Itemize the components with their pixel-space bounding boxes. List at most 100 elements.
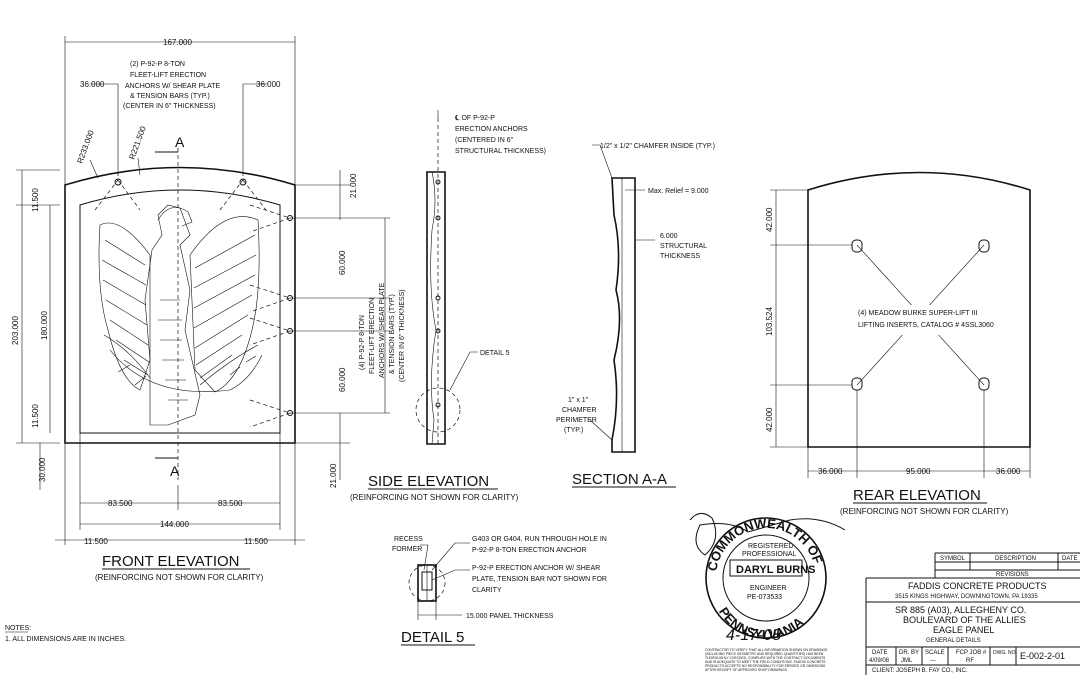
dim-edge-bottom-left: 11.500: [31, 404, 40, 428]
front-panel-inner: [79, 189, 281, 434]
title-block: SYMBOL DESCRIPTION DATE REVISIONS FADDIS…: [705, 552, 1080, 675]
side-subtitle: (REINFORCING NOT SHOWN FOR CLARITY): [350, 493, 519, 502]
engineer-seal: COMMONWEALTH OF PENNSYLVANIA REGISTERED …: [689, 513, 846, 644]
svg-text:6.000: 6.000: [660, 233, 678, 240]
svg-text:FORMER: FORMER: [392, 546, 422, 553]
rear-dim-left-bottom: 42.000: [765, 407, 774, 432]
rear-dim-bottom-mid: 95.000: [906, 467, 931, 476]
dim-edge-right: 11.500: [244, 537, 268, 546]
svg-text:JML: JML: [901, 658, 913, 664]
svg-text:P-92-P ERECTION ANCHOR W/ SHEA: P-92-P ERECTION ANCHOR W/ SHEAR: [472, 565, 600, 572]
svg-text:DR. BY: DR. BY: [899, 650, 919, 656]
svg-text:SR 885 (A03), ALLEGHENY CO.: SR 885 (A03), ALLEGHENY CO.: [895, 605, 1026, 615]
dim-edge-top-left: 11.500: [31, 188, 40, 212]
section-marker-bottom: A: [170, 463, 180, 479]
company-name: FADDIS CONCRETE PRODUCTS: [908, 581, 1047, 591]
rear-elevation: (4) MEADOW BURKE SUPER-LIFT III LIFTING …: [765, 171, 1031, 516]
detail-5-callout-circle: [415, 387, 461, 433]
rear-subtitle: (REINFORCING NOT SHOWN FOR CLARITY): [840, 507, 1009, 516]
svg-text:AND IS ADEQUATE TO MEET THE FI: AND IS ADEQUATE TO MEET THE FIELD CONDIT…: [705, 660, 827, 664]
svg-text:PROFESSIONAL: PROFESSIONAL: [742, 551, 797, 558]
signature-date: 4-17-08: [726, 627, 781, 644]
dim-right-mid1: 60.000: [338, 250, 347, 275]
svg-text:& TENSION BARS (TYP.): & TENSION BARS (TYP.): [389, 294, 396, 374]
chamfer-inside-note: 1/2" x 1/2" CHAMFER INSIDE (TYP.): [600, 143, 715, 150]
svg-text:RF: RF: [966, 658, 974, 664]
radius-outer: R233.000: [75, 128, 96, 164]
svg-text:SYMBOL: SYMBOL: [940, 556, 966, 562]
detail-5: RECESS FORMER G403 OR G404, RUN THROUGH …: [392, 536, 607, 646]
side-elevation: DETAIL 5 ℄ OF P-92-P ERECTION ANCHORS (C…: [350, 110, 546, 502]
svg-text:FCP JOB #: FCP JOB #: [956, 650, 987, 656]
drawing-number: E-002-2-01: [1020, 651, 1065, 661]
svg-text:THICKNESS: THICKNESS: [660, 253, 700, 260]
svg-text:1" x 1": 1" x 1": [568, 397, 589, 404]
dim-top-left: 36.000: [80, 80, 105, 89]
section-title: SECTION A-A: [572, 471, 667, 488]
svg-text:& TENSION BARS (TYP.): & TENSION BARS (TYP.): [130, 93, 210, 100]
svg-text:(INCLUDING PIECE GEOMETRY AND: (INCLUDING PIECE GEOMETRY AND REQUIRED Q…: [705, 652, 824, 656]
svg-text:(4) P-92-P 8-TON: (4) P-92-P 8-TON: [359, 315, 366, 370]
svg-text:STRUCTURAL: STRUCTURAL: [660, 243, 707, 250]
dim-half-left: 83.500: [108, 499, 133, 508]
svg-text:SCALE: SCALE: [925, 650, 945, 656]
svg-text:CHAMFER: CHAMFER: [562, 407, 597, 414]
svg-text:REVISIONS: REVISIONS: [996, 572, 1029, 578]
dim-half-right: 83.500: [218, 499, 243, 508]
eagle-relief: [98, 204, 263, 426]
dim-height-total: 203.000: [11, 316, 20, 345]
svg-text:DATE: DATE: [872, 650, 888, 656]
dim-overall-width: 167.000: [163, 38, 192, 47]
front-subtitle: (REINFORCING NOT SHOWN FOR CLARITY): [95, 573, 264, 582]
svg-text:℄ OF P-92-P: ℄ OF P-92-P: [454, 115, 495, 122]
dim-right-top: 21.000: [349, 173, 358, 198]
svg-text:REGISTERED: REGISTERED: [748, 543, 794, 550]
side-panel-outline: [426, 171, 446, 445]
svg-text:G403 OR G404, RUN THROUGH HOLE: G403 OR G404, RUN THROUGH HOLE IN: [472, 536, 607, 543]
svg-text:(TYP.): (TYP.): [564, 427, 583, 434]
max-relief-note: Max. Relief = 9.000: [648, 188, 709, 195]
seal-name: DARYL BURNS: [736, 564, 815, 576]
svg-text:P-92-P 8-TON ERECTION ANCHOR: P-92-P 8-TON ERECTION ANCHOR: [472, 547, 587, 554]
svg-text:CLARITY: CLARITY: [472, 587, 502, 594]
svg-text:CONTRACTOR TO VERIFY THAT ALL: CONTRACTOR TO VERIFY THAT ALL INFORMATIO…: [705, 648, 828, 652]
notes: NOTES: 1. ALL DIMENSIONS ARE IN INCHES.: [5, 625, 126, 643]
svg-text:EAGLE PANEL: EAGLE PANEL: [933, 625, 994, 635]
svg-text:FLEET-LIFT ERECTION: FLEET-LIFT ERECTION: [369, 298, 376, 374]
dim-bottom-offset: 30.000: [38, 457, 47, 482]
svg-text:ANCHORS W/ SHEAR PLATE: ANCHORS W/ SHEAR PLATE: [125, 83, 220, 90]
svg-text:GENERAL DETAILS: GENERAL DETAILS: [926, 638, 981, 644]
svg-text:ENGINEER: ENGINEER: [750, 585, 787, 592]
dim-edge-left: 11.500: [84, 537, 108, 546]
side-title: SIDE ELEVATION: [368, 473, 489, 490]
detail-5-reference: DETAIL 5: [480, 350, 510, 357]
svg-text:STRUCTURAL THICKNESS): STRUCTURAL THICKNESS): [455, 148, 546, 155]
svg-text:ERECTION ANCHORS: ERECTION ANCHORS: [455, 126, 528, 133]
svg-text:(2) P-92-P 8-TON: (2) P-92-P 8-TON: [130, 61, 185, 68]
svg-text:DESCRIPTION: DESCRIPTION: [995, 556, 1036, 562]
rear-title: REAR ELEVATION: [853, 487, 981, 504]
front-title: FRONT ELEVATION: [102, 553, 240, 570]
client: CLIENT: JOSEPH B. FAY CO., INC.: [872, 668, 968, 674]
svg-text:(4) MEADOW BURKE SUPER-LIFT II: (4) MEADOW BURKE SUPER-LIFT III: [858, 310, 977, 317]
svg-text:THOROUGHLY CHECKED, COMPLIES W: THOROUGHLY CHECKED, COMPLIES WITH THE CO…: [705, 656, 826, 660]
rear-dim-left-mid: 103.524: [765, 307, 774, 336]
svg-text:(CENTER IN 6" THICKNESS): (CENTER IN 6" THICKNESS): [123, 103, 216, 110]
svg-text:DATE: DATE: [1062, 556, 1078, 562]
svg-text:(CENTERED IN 6": (CENTERED IN 6": [455, 137, 514, 144]
rear-panel-outline: [807, 171, 1031, 448]
svg-text:BOULEVARD OF THE ALLIES: BOULEVARD OF THE ALLIES: [903, 615, 1026, 625]
rear-dim-left-top: 42.000: [765, 207, 774, 232]
svg-text:4/09/08: 4/09/08: [869, 658, 890, 664]
radius-inner: R221.500: [127, 124, 148, 160]
rear-dim-bottom-right: 36.000: [996, 467, 1021, 476]
dim-right-bottom: 21.000: [329, 463, 338, 488]
svg-text:DWG. NO.: DWG. NO.: [993, 650, 1017, 656]
notes-heading: NOTES:: [5, 625, 31, 632]
svg-text:ANCHORS W/ SHEAR PLATE: ANCHORS W/ SHEAR PLATE: [379, 283, 386, 378]
detail-5-title: DETAIL 5: [401, 629, 464, 646]
dim-height-inner: 180.000: [40, 311, 49, 340]
svg-text:PRODUCTS ACCEPTS NO RESPONSIBI: PRODUCTS ACCEPTS NO RESPONSIBILITY FOR E…: [705, 664, 826, 668]
section-marker-top: A: [175, 134, 185, 150]
